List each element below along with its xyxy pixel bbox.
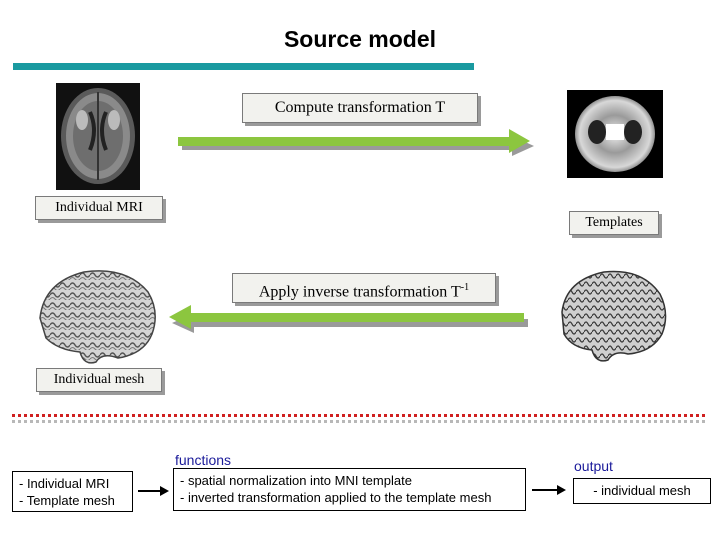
- individual-mri-image: [56, 83, 140, 190]
- input-item: - Individual MRI: [19, 476, 110, 491]
- apply-superscript: -1: [460, 282, 470, 293]
- template-mesh-image: [561, 270, 667, 362]
- output-label: output: [574, 458, 613, 474]
- inverse-arrow: [169, 305, 528, 333]
- templates-label: Templates: [569, 211, 659, 235]
- function-item: - spatial normalization into MNI templat…: [180, 473, 412, 488]
- individual-mesh-label: Individual mesh: [36, 368, 162, 392]
- apply-text: Apply inverse transformation T: [258, 283, 461, 301]
- title-underline: [13, 63, 474, 70]
- forward-arrow: [178, 129, 534, 156]
- apply-inverse-transformation-label: Apply inverse transformation T-1: [232, 273, 496, 303]
- functions-box: - spatial normalization into MNI templat…: [173, 468, 526, 511]
- function-item: - inverted transformation applied to the…: [180, 490, 492, 505]
- section-divider: [12, 414, 705, 417]
- pipeline-arrow-2: [532, 485, 566, 495]
- individual-mesh-image: [39, 270, 156, 364]
- page-title: Source model: [283, 26, 437, 52]
- functions-label: functions: [175, 452, 232, 468]
- inputs-box: - Individual MRI - Template mesh: [12, 471, 133, 512]
- section-divider-shadow: [12, 420, 705, 423]
- compute-transformation-label: Compute transformation T: [242, 93, 478, 123]
- output-box: - individual mesh: [573, 478, 711, 504]
- output-item: - individual mesh: [593, 483, 691, 498]
- pipeline-arrow-1: [138, 486, 169, 496]
- individual-mri-label: Individual MRI: [35, 196, 163, 220]
- template-image: [567, 90, 663, 178]
- input-item: - Template mesh: [19, 493, 115, 508]
